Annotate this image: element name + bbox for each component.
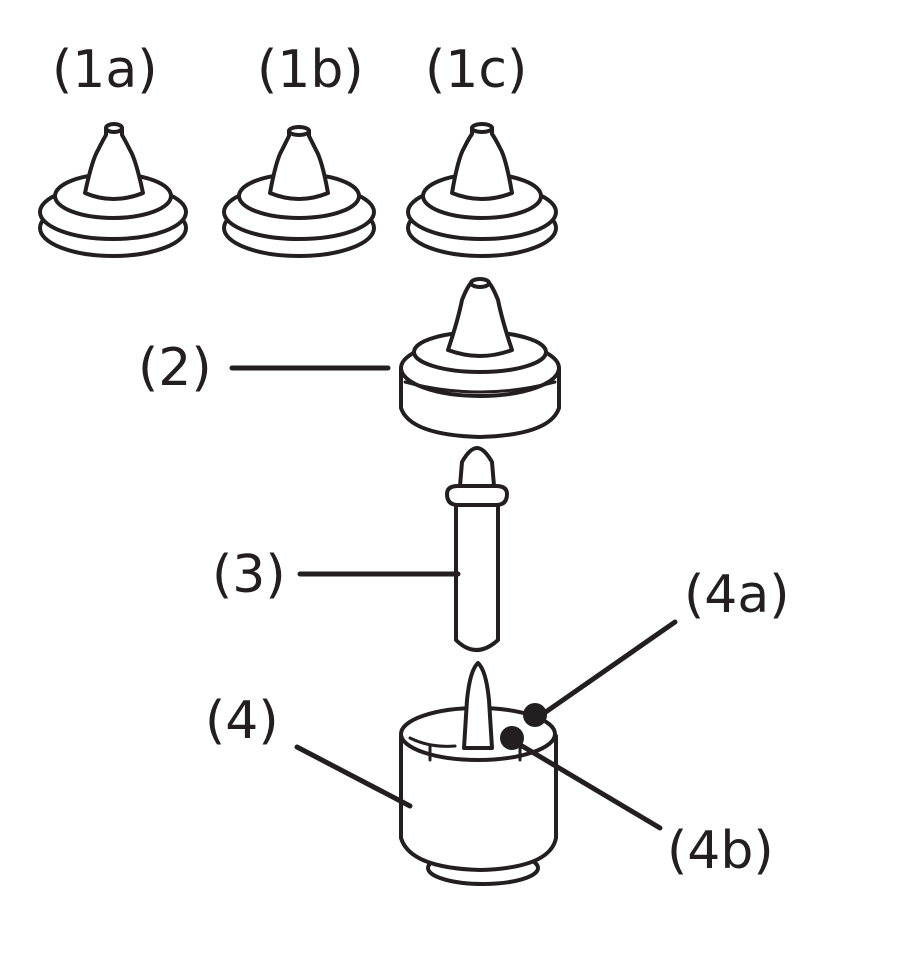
tube [445, 446, 509, 652]
label-cap: (2) [138, 338, 212, 398]
label-tube: (3) [212, 545, 286, 605]
label-4b: (4b) [667, 821, 774, 881]
cap [399, 277, 561, 439]
label-1b: (1b) [257, 40, 364, 100]
tip-1a [38, 122, 188, 258]
leader-4b [509, 737, 663, 831]
tip-1c [406, 122, 558, 258]
leader-4a [537, 619, 678, 719]
label-1c: (1c) [425, 40, 527, 100]
tip-1b [222, 125, 376, 258]
label-4a: (4a) [684, 565, 790, 625]
label-1a: (1a) [52, 40, 158, 100]
leader-base [294, 744, 413, 809]
base [399, 661, 558, 886]
leader-lines [229, 365, 678, 831]
label-base: (4) [205, 691, 279, 751]
marker-4a [523, 703, 547, 727]
marker-4b [500, 726, 524, 750]
